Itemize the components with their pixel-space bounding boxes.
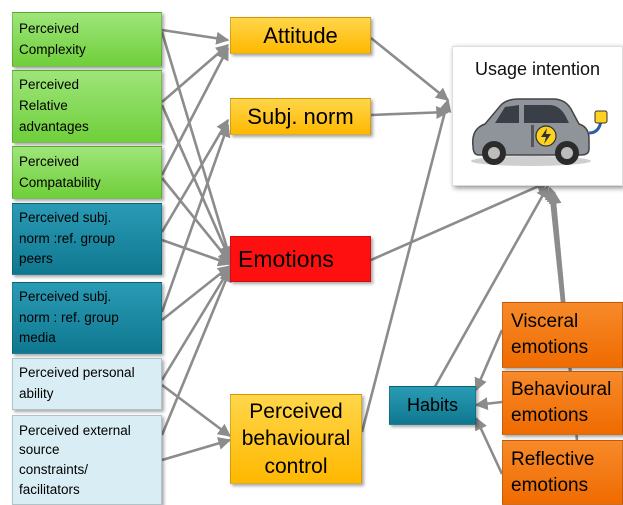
attitude-box: Attitude bbox=[230, 17, 371, 54]
arrow-behavioural-habits bbox=[474, 397, 503, 411]
perceived-behavioural-control-box: Perceived behavioural control bbox=[230, 394, 362, 484]
source-perceived-subj-norm-media: Perceived subj. norm : ref. group media bbox=[12, 282, 162, 354]
arrow-habits-usage bbox=[430, 184, 550, 393]
arrow-reflective-habits bbox=[474, 416, 504, 475]
arrow-ability-pbc bbox=[161, 383, 232, 438]
source-perceived-compatability: Perceived Compatability bbox=[12, 146, 162, 199]
arrow-complexity-attitude bbox=[161, 28, 230, 45]
source-perceived-subj-norm-peers: Perceived subj. norm :ref. group peers bbox=[12, 203, 162, 275]
source-perceived-personal-ability: Perceived personal ability bbox=[12, 358, 162, 410]
reflective-emotions-box: Reflective emotions bbox=[502, 440, 623, 505]
subj-norm-box: Subj. norm bbox=[230, 98, 371, 135]
behavioural-emotions-box: Behavioural emotions bbox=[502, 371, 623, 435]
emotions-box: Emotions bbox=[230, 236, 371, 282]
arrow-subjnorm-usage bbox=[370, 105, 450, 119]
arrow-emotions-usage bbox=[370, 180, 550, 262]
electric-car-icon bbox=[471, 98, 608, 166]
arrow-ability-emotions bbox=[160, 266, 232, 381]
arrow-visceral-habits bbox=[474, 329, 504, 392]
arrow-pbc-usage bbox=[360, 98, 452, 433]
arrow-compat-attitude bbox=[160, 46, 230, 176]
arrow-external-pbc bbox=[161, 437, 232, 462]
source-perceived-complexity: Perceived Complexity bbox=[12, 12, 162, 67]
habits-box: Habits bbox=[389, 386, 476, 425]
usage-intention-title: Usage intention bbox=[474, 59, 601, 79]
usage-intention-box: Usage intention bbox=[452, 46, 623, 186]
source-perceived-external-constraints: Perceived external source constraints/ f… bbox=[12, 415, 162, 505]
arrow-external-emotions bbox=[160, 268, 232, 436]
source-perceived-relative-advantages: Perceived Relative advantages bbox=[12, 70, 162, 143]
arrow-attitude-usage bbox=[370, 36, 450, 102]
arrow-relative-attitude bbox=[161, 44, 229, 103]
arrow-compat-emotions bbox=[160, 177, 232, 264]
arrow-relative-emotions bbox=[160, 104, 232, 262]
visceral-emotions-box: Visceral emotions bbox=[502, 302, 623, 368]
arrow-peers-emotions bbox=[161, 238, 232, 267]
arrow-complexity-emotions bbox=[160, 31, 233, 260]
arrow-peers-subjnorm bbox=[160, 118, 230, 233]
